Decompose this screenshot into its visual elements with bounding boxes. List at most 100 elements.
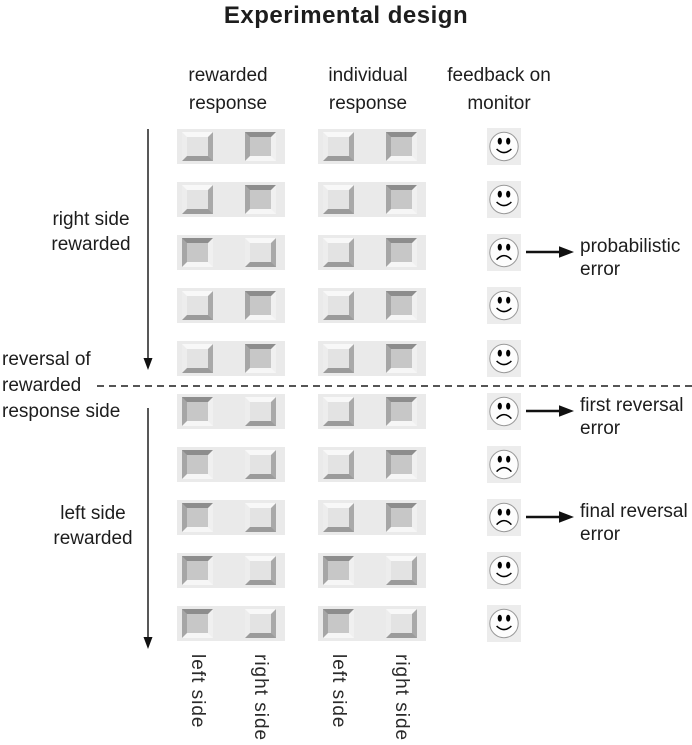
left-response-square (323, 291, 354, 320)
trial-row (0, 181, 692, 235)
left-response-square (182, 397, 213, 426)
left-response-square (323, 503, 354, 532)
individual-response-panel (318, 394, 426, 429)
right-response-square (245, 132, 276, 161)
trial-row (0, 287, 692, 341)
individual-response-panel (318, 500, 426, 535)
right-response-square (386, 503, 417, 532)
rewarded-response-panel (177, 606, 285, 641)
annotation-label: probabilistic error (580, 236, 681, 280)
left-response-square (182, 609, 213, 638)
right-response-square (386, 450, 417, 479)
right-response-square (386, 291, 417, 320)
sad-face-icon (487, 234, 521, 271)
rewarded-response-panel (177, 182, 285, 217)
right-response-square (245, 450, 276, 479)
right-response-square (386, 344, 417, 373)
left-response-square (182, 556, 213, 585)
column-header-individual-response: individual response (328, 65, 408, 114)
left-response-square (323, 238, 354, 267)
individual-response-panel (318, 606, 426, 641)
individual-response-panel (318, 447, 426, 482)
right-response-square (245, 291, 276, 320)
trial-row (0, 446, 692, 500)
left-response-square (323, 185, 354, 214)
happy-face-icon (487, 552, 521, 589)
figure-title: Experimental design (223, 2, 469, 29)
rewarded-response-panel (177, 447, 285, 482)
individual-response-panel (318, 553, 426, 588)
left-response-square (323, 397, 354, 426)
left-response-square (323, 609, 354, 638)
column-header-feedback-on-monitor: feedback on monitor (447, 65, 551, 114)
column-header-rewarded-response: rewarded response (188, 65, 268, 114)
trial-row: first reversal error (0, 393, 692, 447)
happy-face-icon (487, 287, 521, 324)
right-response-square (386, 556, 417, 585)
left-response-square (182, 291, 213, 320)
individual-response-panel (318, 235, 426, 270)
right-response-square (245, 503, 276, 532)
happy-face-icon (487, 605, 521, 642)
rewarded-response-panel (177, 288, 285, 323)
happy-face-icon (487, 128, 521, 165)
happy-face-icon (487, 181, 521, 218)
trial-row (0, 128, 692, 182)
right-response-square (386, 132, 417, 161)
left-response-square (182, 344, 213, 373)
right-response-square (245, 238, 276, 267)
left-response-square (323, 450, 354, 479)
left-response-square (182, 132, 213, 161)
right-response-square (386, 397, 417, 426)
annotation-arrow-icon (526, 405, 574, 417)
trial-row (0, 605, 692, 659)
rewarded-response-panel (177, 341, 285, 376)
left-response-square (182, 238, 213, 267)
trial-row: final reversal error (0, 499, 692, 553)
axis-label-rewarded-left-side: left side (187, 654, 208, 729)
annotation-label: first reversal error (580, 395, 684, 439)
annotation-label: final reversal error (580, 501, 688, 545)
right-response-square (386, 238, 417, 267)
timeline-arrow-right-rewarded-icon (143, 129, 153, 370)
left-response-square (182, 503, 213, 532)
rewarded-response-panel (177, 500, 285, 535)
left-response-square (323, 556, 354, 585)
left-response-square (323, 132, 354, 161)
sad-face-icon (487, 393, 521, 430)
annotation-arrow-icon (526, 511, 574, 523)
left-response-square (323, 344, 354, 373)
reversal-dashed-line (97, 385, 692, 387)
right-response-square (386, 185, 417, 214)
axis-label-individual-left-side: left side (328, 654, 349, 729)
right-response-square (245, 609, 276, 638)
right-response-square (245, 556, 276, 585)
right-response-square (245, 397, 276, 426)
timeline-arrow-left-rewarded-icon (143, 408, 153, 649)
trial-row (0, 552, 692, 606)
rewarded-response-panel (177, 394, 285, 429)
trial-row (0, 340, 692, 394)
right-response-square (386, 609, 417, 638)
happy-face-icon (487, 340, 521, 377)
rewarded-response-panel (177, 553, 285, 588)
axis-label-individual-right-side: right side (391, 654, 412, 742)
right-response-square (245, 185, 276, 214)
phase-label-right-side-rewarded: right side rewarded (51, 209, 131, 255)
individual-response-panel (318, 182, 426, 217)
left-response-square (182, 185, 213, 214)
axis-label-rewarded-right-side: right side (250, 654, 271, 742)
phase-label-left-side-rewarded: left side rewarded (53, 503, 133, 549)
sad-face-icon (487, 446, 521, 483)
individual-response-panel (318, 129, 426, 164)
individual-response-panel (318, 288, 426, 323)
rewarded-response-panel (177, 129, 285, 164)
individual-response-panel (318, 341, 426, 376)
annotation-arrow-icon (526, 246, 574, 258)
trial-row: probabilistic error (0, 234, 692, 288)
rewarded-response-panel (177, 235, 285, 270)
left-response-square (182, 450, 213, 479)
sad-face-icon (487, 499, 521, 536)
right-response-square (245, 344, 276, 373)
